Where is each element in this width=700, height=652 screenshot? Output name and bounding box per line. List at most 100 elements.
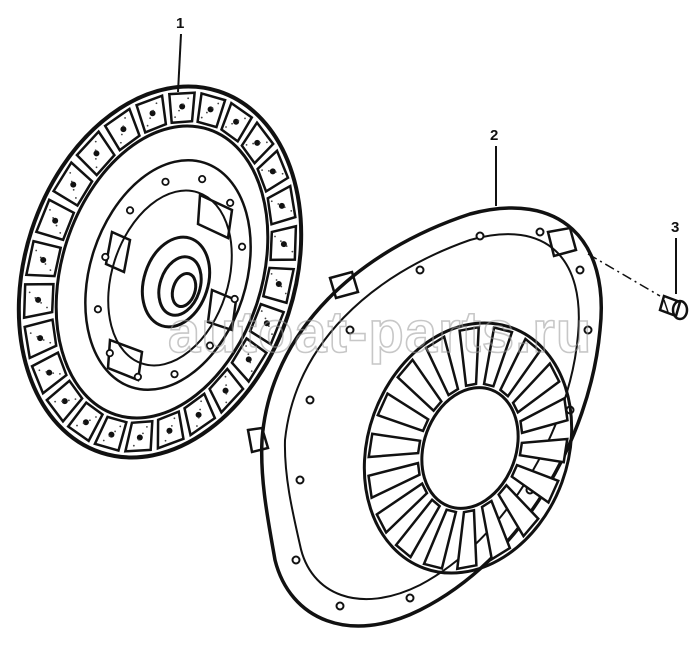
cover-bolt-hole <box>575 265 585 275</box>
splined-hub-bore <box>170 271 198 309</box>
friction-stipple <box>52 372 55 375</box>
diaphragm-finger <box>458 325 481 388</box>
friction-stipple <box>280 285 283 288</box>
friction-stipple <box>137 438 140 441</box>
friction-stipple <box>49 209 51 211</box>
friction-stipple <box>28 291 31 294</box>
friction-stipple <box>122 125 125 128</box>
friction-stipple <box>178 109 180 112</box>
friction-stipple <box>44 263 47 265</box>
hub-rivet <box>93 305 103 314</box>
friction-stipple <box>102 439 105 442</box>
friction-stipple <box>36 335 39 338</box>
friction-stipple <box>261 169 263 171</box>
friction-rivet <box>245 356 252 363</box>
cover-bolt-hole <box>415 265 425 275</box>
bolt-head <box>671 299 689 321</box>
friction-stipple <box>114 430 116 433</box>
clutch-disc <box>16 84 304 460</box>
cover-bolt-hole <box>335 601 345 611</box>
diaphragm-spring-outer <box>362 321 574 575</box>
cover-bolt-hole <box>475 231 485 241</box>
friction-stipple <box>76 424 78 427</box>
friction-stipple <box>281 172 284 175</box>
friction-stipple <box>94 140 97 143</box>
splined-hub-outer <box>140 235 212 329</box>
friction-rivet <box>166 427 173 434</box>
diaphragm-finger <box>455 508 478 571</box>
hub-rivet <box>237 242 247 251</box>
hub-rivet <box>125 206 135 215</box>
diaphragm-finger <box>511 361 561 415</box>
friction-rivet <box>263 320 270 327</box>
friction-stipple <box>267 325 270 328</box>
mounting-lug <box>246 426 270 454</box>
friction-stipple <box>252 142 255 145</box>
friction-rivet <box>149 110 156 117</box>
friction-stipple <box>225 126 227 128</box>
watermark: autoat-parts.ru <box>168 300 592 365</box>
friction-stipple <box>142 432 144 435</box>
friction-stipple <box>124 117 126 119</box>
friction-stipple <box>119 425 122 428</box>
diaphragm-finger <box>376 391 430 433</box>
friction-rivet <box>35 296 42 303</box>
friction-stipple <box>132 444 135 447</box>
friction-stipple <box>271 333 273 335</box>
friction-stipple <box>283 206 286 209</box>
callout-3: 3 <box>671 219 679 236</box>
friction-rivet <box>222 387 229 394</box>
friction-stipple <box>279 240 282 243</box>
mounting-lug <box>546 226 578 258</box>
diaphragm-finger <box>480 499 512 562</box>
friction-stipple <box>284 292 287 295</box>
friction-stipple <box>290 210 293 212</box>
friction-stipple <box>155 102 158 105</box>
hub-rivet <box>101 252 110 262</box>
friction-stipple <box>249 361 252 364</box>
friction-stipple <box>119 141 122 144</box>
friction-stipple <box>55 224 58 227</box>
friction-segments <box>22 91 298 453</box>
friction-stipple <box>39 256 42 259</box>
friction-stipple <box>52 216 55 219</box>
splined-hub-middle <box>157 255 203 317</box>
friction-rivet <box>254 139 261 146</box>
friction-stipple <box>206 111 208 114</box>
friction-stipple <box>59 232 62 234</box>
friction-stipple <box>49 269 52 272</box>
friction-stipple <box>164 439 167 442</box>
friction-stipple <box>108 435 111 438</box>
mounting-lug <box>328 270 360 300</box>
diaphragm-finger <box>367 432 422 459</box>
friction-rivet <box>61 398 68 405</box>
friction-stipple <box>89 419 91 422</box>
friction-stipple <box>211 106 214 109</box>
friction-stipple <box>49 341 52 344</box>
friction-stipple <box>167 432 170 435</box>
friction-stipple <box>237 120 240 122</box>
damper-spring-window <box>206 288 238 332</box>
friction-stipple <box>34 296 37 299</box>
damper-spring-window <box>196 193 234 240</box>
friction-rivet <box>120 126 127 133</box>
friction-stipple <box>270 272 273 275</box>
friction-stipple <box>42 339 45 341</box>
friction-stipple <box>94 157 97 160</box>
friction-rivet <box>46 369 53 376</box>
friction-stipple <box>217 102 220 105</box>
friction-stipple <box>244 117 246 120</box>
friction-rivet <box>70 181 77 188</box>
bolt-thread <box>663 299 669 313</box>
friction-stipple <box>72 188 75 191</box>
cover-bolt-hole <box>535 227 545 237</box>
friction-rivet <box>37 335 44 342</box>
cover-bolt-hole <box>583 325 593 335</box>
friction-stipple <box>40 301 43 304</box>
friction-stipple <box>174 116 176 119</box>
friction-stipple <box>149 117 152 120</box>
friction-stipple <box>45 371 48 373</box>
hub-rivet <box>105 349 114 358</box>
hub-rivets <box>93 174 247 382</box>
cover-bolt-hole <box>345 325 355 335</box>
